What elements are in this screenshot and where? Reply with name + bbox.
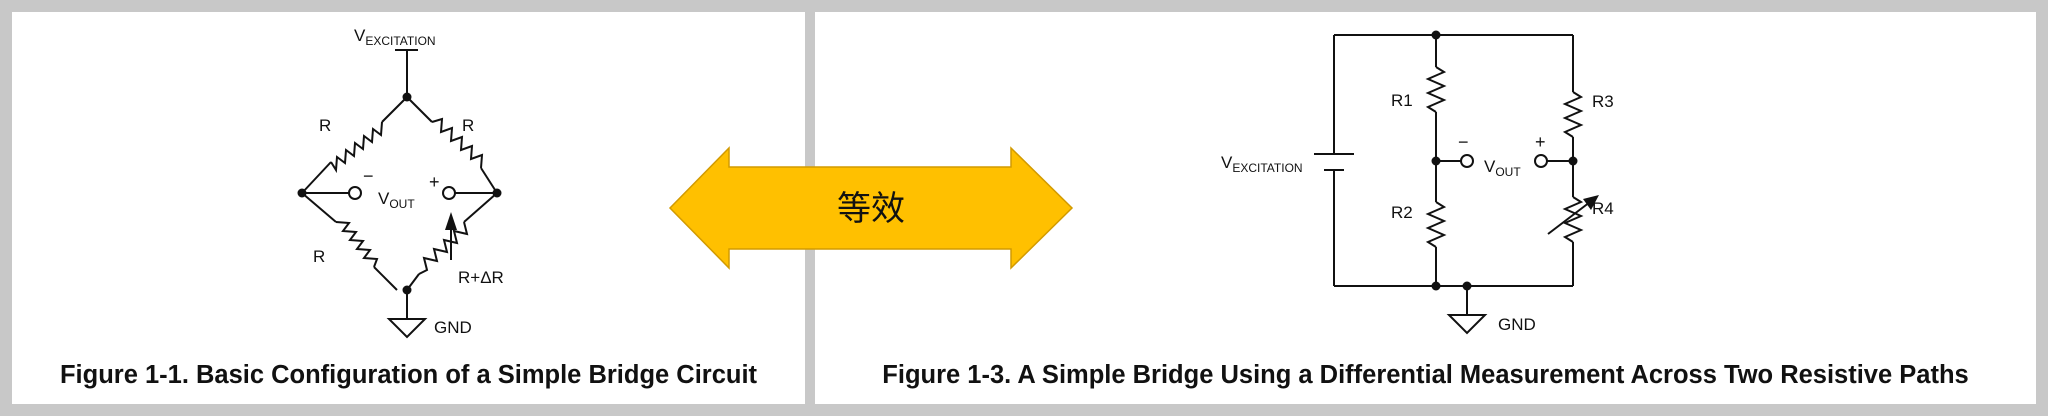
vout-plus-terminal — [442, 186, 456, 200]
node — [1431, 281, 1441, 291]
minus-sign: − — [363, 166, 374, 186]
wire — [301, 161, 332, 194]
resistor-label-top-right: R — [462, 116, 474, 135]
vout-minus-terminal — [348, 186, 362, 200]
r4-label: R4 — [1592, 199, 1614, 218]
resistor-top-left — [330, 121, 383, 174]
resistor-r1 — [1425, 66, 1447, 113]
node — [1431, 156, 1441, 166]
resistor-label-bottom-right: R+ΔR — [458, 268, 504, 287]
right-figure-panel: VEXCITATION R1 R2 R3 R4 − + VOUT — [815, 12, 2036, 404]
resistor-label-bottom-left: R — [313, 247, 325, 266]
plus-sign: + — [1535, 132, 1546, 152]
node — [1568, 156, 1578, 166]
node-top — [402, 92, 412, 102]
vout-plus-terminal — [1534, 154, 1548, 168]
resistor-r4-variable — [1562, 196, 1584, 243]
vout-label: VOUT — [1484, 157, 1521, 179]
left-figure-caption: Figure 1-1. Basic Configuration of a Sim… — [59, 361, 758, 389]
ground-symbol — [1446, 314, 1488, 335]
vexcitation-label: VEXCITATION — [1221, 153, 1303, 175]
gnd-label: GND — [434, 318, 472, 337]
r4-arrow-head — [1583, 195, 1599, 210]
resistor-label-top-left: R — [319, 116, 331, 135]
resistor-r3 — [1562, 91, 1584, 138]
ground-symbol — [386, 318, 428, 339]
r3-label: R3 — [1592, 92, 1614, 111]
vout-label: VOUT — [378, 189, 415, 211]
right-figure-caption: Figure 1-3. A Simple Bridge Using a Diff… — [882, 361, 1969, 389]
simple-bridge-circuit-diagram: VEXCITATION R R R R+ΔR − + — [297, 26, 504, 339]
node — [1431, 30, 1441, 40]
resistor-bottom-left — [335, 221, 379, 268]
wire — [480, 167, 498, 194]
wire — [381, 96, 408, 123]
r4-arrow-shaft — [1547, 201, 1591, 235]
resistor-r2 — [1425, 201, 1447, 248]
resistor-bottom-right-variable — [418, 221, 469, 275]
variable-resistor-arrow-head — [445, 212, 457, 230]
wire — [301, 192, 337, 223]
gnd-label: GND — [1498, 315, 1536, 334]
vexcitation-label: VEXCITATION — [354, 26, 436, 48]
wire — [463, 192, 498, 223]
wire — [373, 266, 398, 291]
vout-minus-terminal — [1460, 154, 1474, 168]
r2-label: R2 — [1391, 203, 1413, 222]
r1-label: R1 — [1391, 91, 1413, 110]
left-figure-panel: VEXCITATION R R R R+ΔR − + — [12, 12, 805, 404]
differential-bridge-circuit-diagram: VEXCITATION R1 R2 R3 R4 − + VOUT — [1221, 30, 1614, 335]
wire — [406, 96, 433, 123]
resistor-top-right — [431, 117, 484, 169]
minus-sign: − — [1458, 132, 1469, 152]
plus-sign: + — [429, 172, 440, 192]
